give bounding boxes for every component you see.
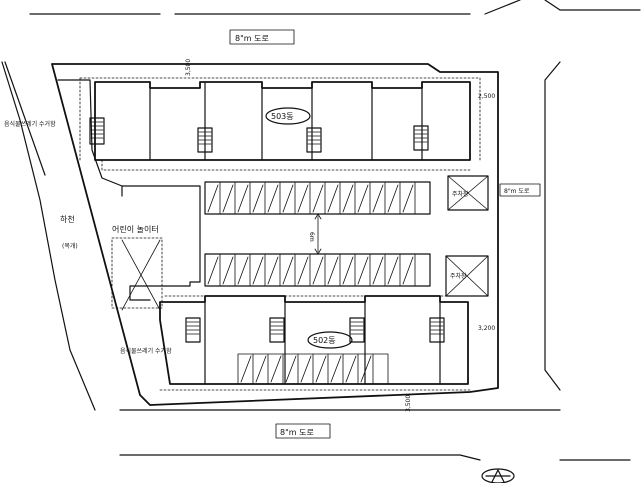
waste-bin-upper-label: 음식물쓰레기 수거함 — [4, 120, 56, 128]
side-box-upper — [447, 175, 489, 211]
dim-arrow-center — [314, 213, 322, 255]
side-box-lower — [445, 255, 489, 297]
road-bottom-label: 8"m 도로 — [280, 428, 314, 437]
road-lines — [1, 0, 641, 461]
dim-right-upper-label: 2,500 — [478, 93, 495, 100]
parking-a-label: 주차장 — [452, 190, 469, 198]
river-sub-label: (복개) — [62, 242, 78, 250]
label-box-top — [229, 29, 295, 45]
dim-right-lower-label: 3,200 — [478, 325, 495, 332]
dim-top-label: 3,500 — [185, 59, 192, 76]
driveway — [121, 185, 201, 301]
site-boundary — [51, 63, 499, 406]
parking-b-label: 주차장 — [450, 272, 467, 280]
dim-bottom-label: 3,500 — [405, 395, 412, 412]
waste-bin-lower-label: 음식물쓰레기 수거함 — [120, 347, 172, 355]
setback-line-top — [79, 77, 481, 161]
label-box-bottom — [275, 423, 331, 439]
label-box-right — [499, 183, 541, 197]
building-lower-label: 502동 — [313, 336, 336, 345]
playground-label: 어린이 놀이터 — [112, 224, 159, 234]
dim-center-label: 6m — [308, 232, 315, 242]
parking-lower — [204, 253, 431, 287]
road-right-label: 8"m 도로 — [504, 188, 530, 195]
parking-upper — [204, 181, 431, 215]
building-upper-label: 503동 — [271, 112, 294, 121]
river-label: 하천 — [60, 214, 75, 224]
building-502 — [159, 295, 471, 391]
playground-area — [111, 237, 163, 311]
road-top-label: 8"m 도로 — [235, 34, 269, 43]
north-arrow-icon — [481, 468, 515, 483]
building-503 — [89, 81, 471, 171]
